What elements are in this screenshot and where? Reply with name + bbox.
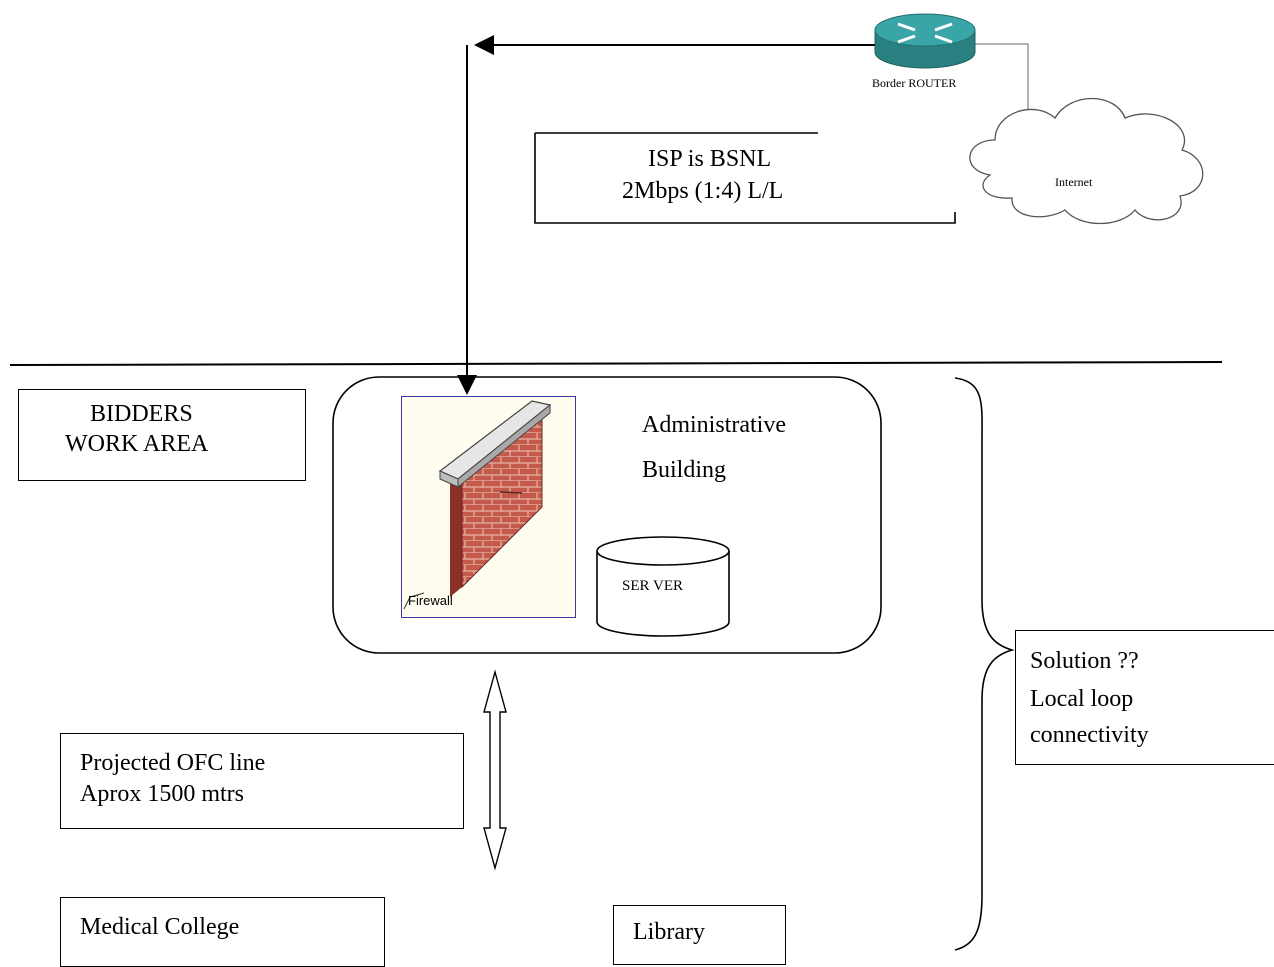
ofc-distance-label: Aprox 1500 mtrs	[80, 781, 244, 807]
firewall-icon	[403, 400, 552, 610]
bidders-label: BIDDERS	[90, 401, 193, 427]
router-icon	[874, 13, 976, 69]
library-box: Library	[613, 905, 786, 965]
internet-label: Internet	[1055, 175, 1093, 189]
ofc-line-label: Projected OFC line	[80, 750, 266, 776]
isp-bandwidth-text: 2Mbps (1:4) L/L	[622, 178, 784, 204]
admin-building-label-2: Building	[642, 457, 727, 483]
internet-cloud-icon	[969, 98, 1204, 225]
site-boundary-line	[9, 361, 1223, 366]
bidders-work-area-box: BIDDERS WORK AREA	[18, 389, 306, 481]
work-area-label: WORK AREA	[65, 431, 209, 457]
medical-college-label: Medical College	[80, 914, 240, 940]
server-icon	[596, 536, 730, 637]
solution-label: Solution ??	[1030, 648, 1139, 674]
connectivity-label: connectivity	[1030, 722, 1149, 748]
firewall-image: Firewall	[401, 396, 576, 618]
router-label: Border ROUTER	[872, 76, 957, 90]
right-brace	[954, 377, 1015, 951]
medical-college-box: Medical College	[60, 897, 385, 967]
solution-box: Solution ?? Local loop connectivity	[1015, 630, 1274, 765]
server-label: SER VER	[622, 578, 683, 594]
ofc-double-arrow	[483, 669, 507, 871]
local-loop-label: Local loop	[1030, 686, 1134, 712]
ofc-line-box: Projected OFC line Aprox 1500 mtrs	[60, 733, 464, 829]
library-label: Library	[633, 919, 705, 945]
router-internet-link	[975, 43, 1029, 110]
firewall-label: Firewall	[408, 593, 453, 608]
isp-box: ISP is BSNL 2Mbps (1:4) L/L	[535, 133, 955, 223]
isp-provider-text: ISP is BSNL	[648, 146, 772, 172]
admin-building-label-1: Administrative	[642, 412, 786, 438]
admin-building-boundary	[332, 376, 882, 654]
